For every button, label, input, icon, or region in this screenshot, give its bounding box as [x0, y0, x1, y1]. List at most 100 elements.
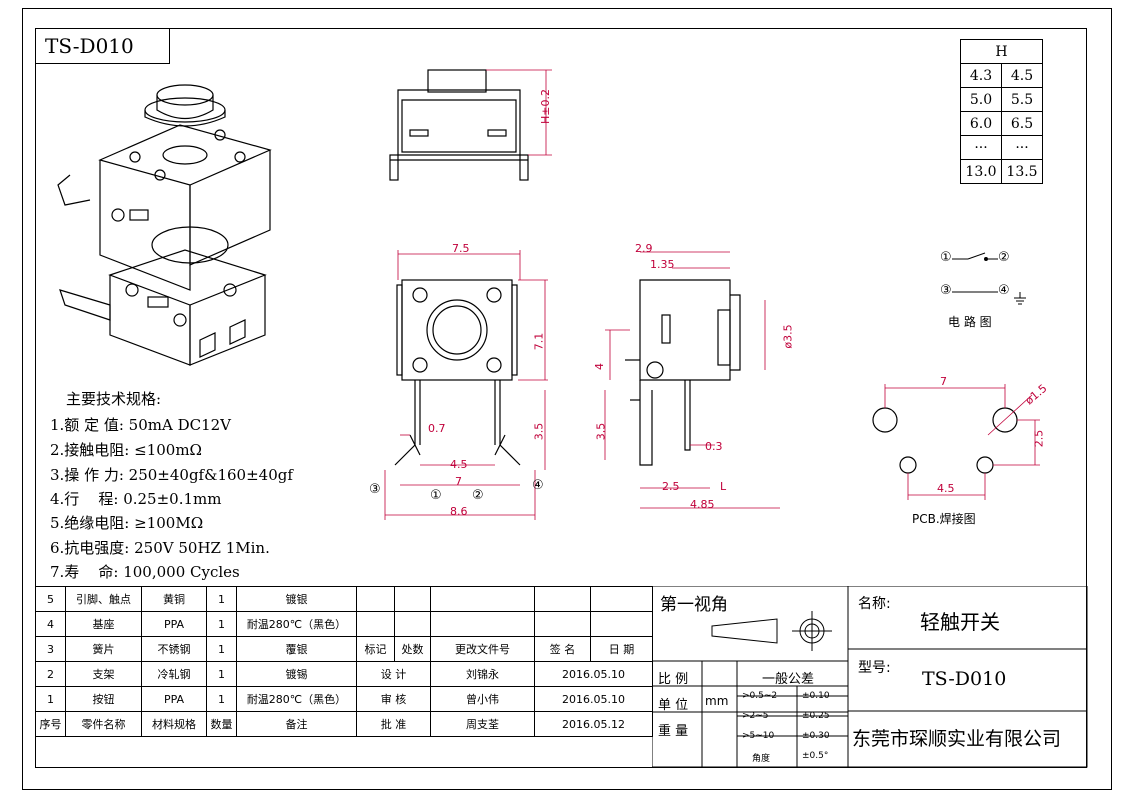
dim-4-5-front: 4.5 [450, 458, 468, 471]
bom-no: 4 [35, 611, 66, 637]
dim-pcb-7: 7 [940, 375, 947, 388]
approval-date: 2016.05.10 [534, 686, 653, 712]
bom-no: 2 [35, 661, 66, 687]
height-cell: 6.5 [1001, 111, 1043, 136]
bom-qty: 1 [206, 611, 237, 637]
approval-role: 审 核 [356, 686, 431, 712]
approval-name: 刘锦永 [430, 661, 535, 687]
bom-qty: 1 [206, 686, 237, 712]
bom-no: 1 [35, 686, 66, 712]
bom-part: 基座 [65, 611, 142, 637]
unit-label: 单 位 [658, 698, 689, 713]
bom-note: 镀银 [236, 586, 357, 612]
bom-part: 按钮 [65, 686, 142, 712]
height-cell: 5.0 [960, 87, 1002, 112]
bom-material: PPA [141, 611, 207, 637]
unit-value: mm [705, 694, 729, 708]
approval-date: 2016.05.10 [534, 661, 653, 687]
dim-2-9: 2.9 [635, 242, 653, 255]
circuit-pin-1: ① [940, 250, 952, 265]
tolerance-value: ±0.25 [802, 711, 830, 721]
bom-part: 支架 [65, 661, 142, 687]
rev-count-header: 处数 [394, 636, 431, 662]
pin-2-label: ② [472, 488, 484, 503]
title-block-lines [652, 586, 1088, 768]
tolerance-range: >0.5~2 [742, 691, 778, 701]
spec-title: 主要技术规格: [66, 390, 162, 408]
scale-label: 比 例 [658, 672, 689, 687]
dim-3-5-side: 3.5 [594, 422, 608, 441]
pcb-footprint [872, 384, 1040, 500]
tolerance-range: 角度 [752, 754, 771, 764]
spec-line-1: 1.额 定 值: 50mA DC12V [50, 416, 232, 434]
bom-qty: 1 [206, 661, 237, 687]
bom-no: 5 [35, 586, 66, 612]
bom-no: 3 [35, 636, 66, 662]
model-label: 型号: [858, 660, 891, 676]
bom-note: 耐温280℃（黑色） [236, 611, 357, 637]
pin-3-label: ③ [369, 482, 381, 497]
side-view [604, 251, 780, 509]
bom-note: 耐温280℃（黑色） [236, 686, 357, 712]
pin-1-label: ① [430, 488, 442, 503]
dim-8-6: 8.6 [450, 505, 468, 518]
dim-phi-3-5: ø3.5 [781, 324, 795, 349]
circuit-diagram [952, 252, 1026, 305]
bom-material: 不锈钢 [141, 636, 207, 662]
rev-mark-header: 标记 [356, 636, 395, 662]
model-box: TS-D010 [35, 28, 170, 64]
bom-header-material: 材料规格 [141, 711, 207, 737]
circuit-pin-2: ② [998, 250, 1010, 265]
height-cell: ··· [960, 135, 1002, 160]
dim-4-85: 4.85 [690, 498, 715, 511]
spec-line-4: 4.行 程: 0.25±0.1mm [50, 490, 222, 508]
projection-label: 第一视角 [660, 595, 728, 615]
approval-name: 周支荃 [430, 711, 535, 737]
dim-l: L [720, 480, 727, 493]
spec-line-7: 7.寿 命: 100,000 Cycles [50, 563, 240, 581]
circuit-pin-4: ④ [998, 283, 1010, 298]
rev-sign-header: 签 名 [534, 636, 591, 662]
dim-pcb-4-5: 4.5 [937, 482, 955, 495]
bom-material: 黄铜 [141, 586, 207, 612]
dim-1-35: 1.35 [650, 258, 675, 271]
approval-role: 批 准 [356, 711, 431, 737]
height-cell: 4.5 [1001, 63, 1043, 88]
circuit-pin-3: ③ [940, 283, 952, 298]
tolerance-value: ±0.30 [802, 731, 830, 741]
height-cell: 13.5 [1001, 159, 1043, 184]
tolerance-value: ±0.10 [802, 691, 830, 701]
bom-material: PPA [141, 686, 207, 712]
height-table-header: H [960, 39, 1043, 64]
dim-0-3: 0.3 [705, 440, 723, 453]
dim-7-5: 7.5 [452, 242, 470, 255]
spec-line-2: 2.接触电阻: ≤100mΩ [50, 441, 202, 459]
main-front-view [384, 250, 548, 520]
bom-header-qty: 数量 [206, 711, 237, 737]
dim-3-5-front: 3.5 [532, 422, 546, 441]
dim-7-1: 7.1 [532, 332, 546, 351]
tolerance-title: 一般公差 [762, 672, 815, 687]
spec-line-5: 5.绝缘电阻: ≥100MΩ [50, 514, 204, 532]
product-name: 轻触开关 [920, 610, 1000, 634]
approval-date: 2016.05.12 [534, 711, 653, 737]
bom-part: 引脚、触点 [65, 586, 142, 612]
bom-header-note: 备注 [236, 711, 357, 737]
outer-frame [22, 8, 1112, 790]
rev-doc-header: 更改文件号 [430, 636, 535, 662]
pin-4-label: ④ [532, 478, 544, 493]
dim-4-side: 4 [593, 363, 606, 370]
dim-0-7: 0.7 [428, 422, 446, 435]
bom-table: 5 引脚、触点 黄铜 1 镀银 4 基座 PPA 1 耐温280℃（黑色） 3 … [35, 586, 653, 737]
bom-note: 镀锡 [236, 661, 357, 687]
height-cell: 4.3 [960, 63, 1002, 88]
bom-part: 簧片 [65, 636, 142, 662]
bom-note: 覆银 [236, 636, 357, 662]
front-elevation-view [389, 69, 552, 181]
height-cell: 6.0 [960, 111, 1002, 136]
dim-h: H±0.2 [538, 89, 552, 124]
bom-material: 冷轧钢 [141, 661, 207, 687]
approval-name: 曾小伟 [430, 686, 535, 712]
weight-label: 重 量 [658, 724, 689, 739]
